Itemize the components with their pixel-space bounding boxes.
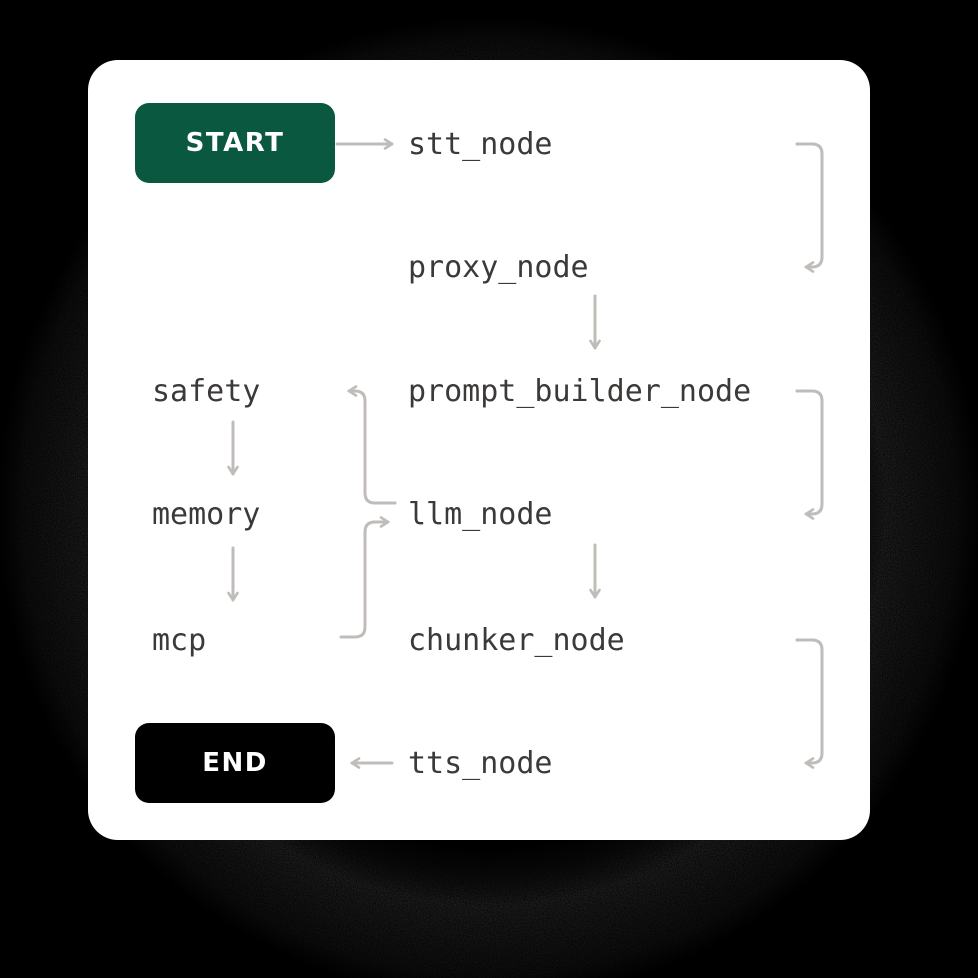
node-stt-node[interactable]: stt_node <box>408 127 553 162</box>
node-chunker-node[interactable]: chunker_node <box>408 623 625 658</box>
node-llm-node[interactable]: llm_node <box>408 497 553 532</box>
node-mcp[interactable]: mcp <box>152 623 207 658</box>
end-node-label: END <box>202 748 268 778</box>
node-safety[interactable]: safety <box>152 374 261 409</box>
start-node[interactable]: START <box>135 103 335 183</box>
end-node[interactable]: END <box>135 723 335 803</box>
node-tts-node[interactable]: tts_node <box>408 746 553 781</box>
node-prompt-builder-node[interactable]: prompt_builder_node <box>408 374 752 409</box>
diagram-card <box>88 60 870 840</box>
node-proxy-node[interactable]: proxy_node <box>408 250 589 285</box>
start-node-label: START <box>185 128 285 158</box>
node-memory[interactable]: memory <box>152 497 261 532</box>
